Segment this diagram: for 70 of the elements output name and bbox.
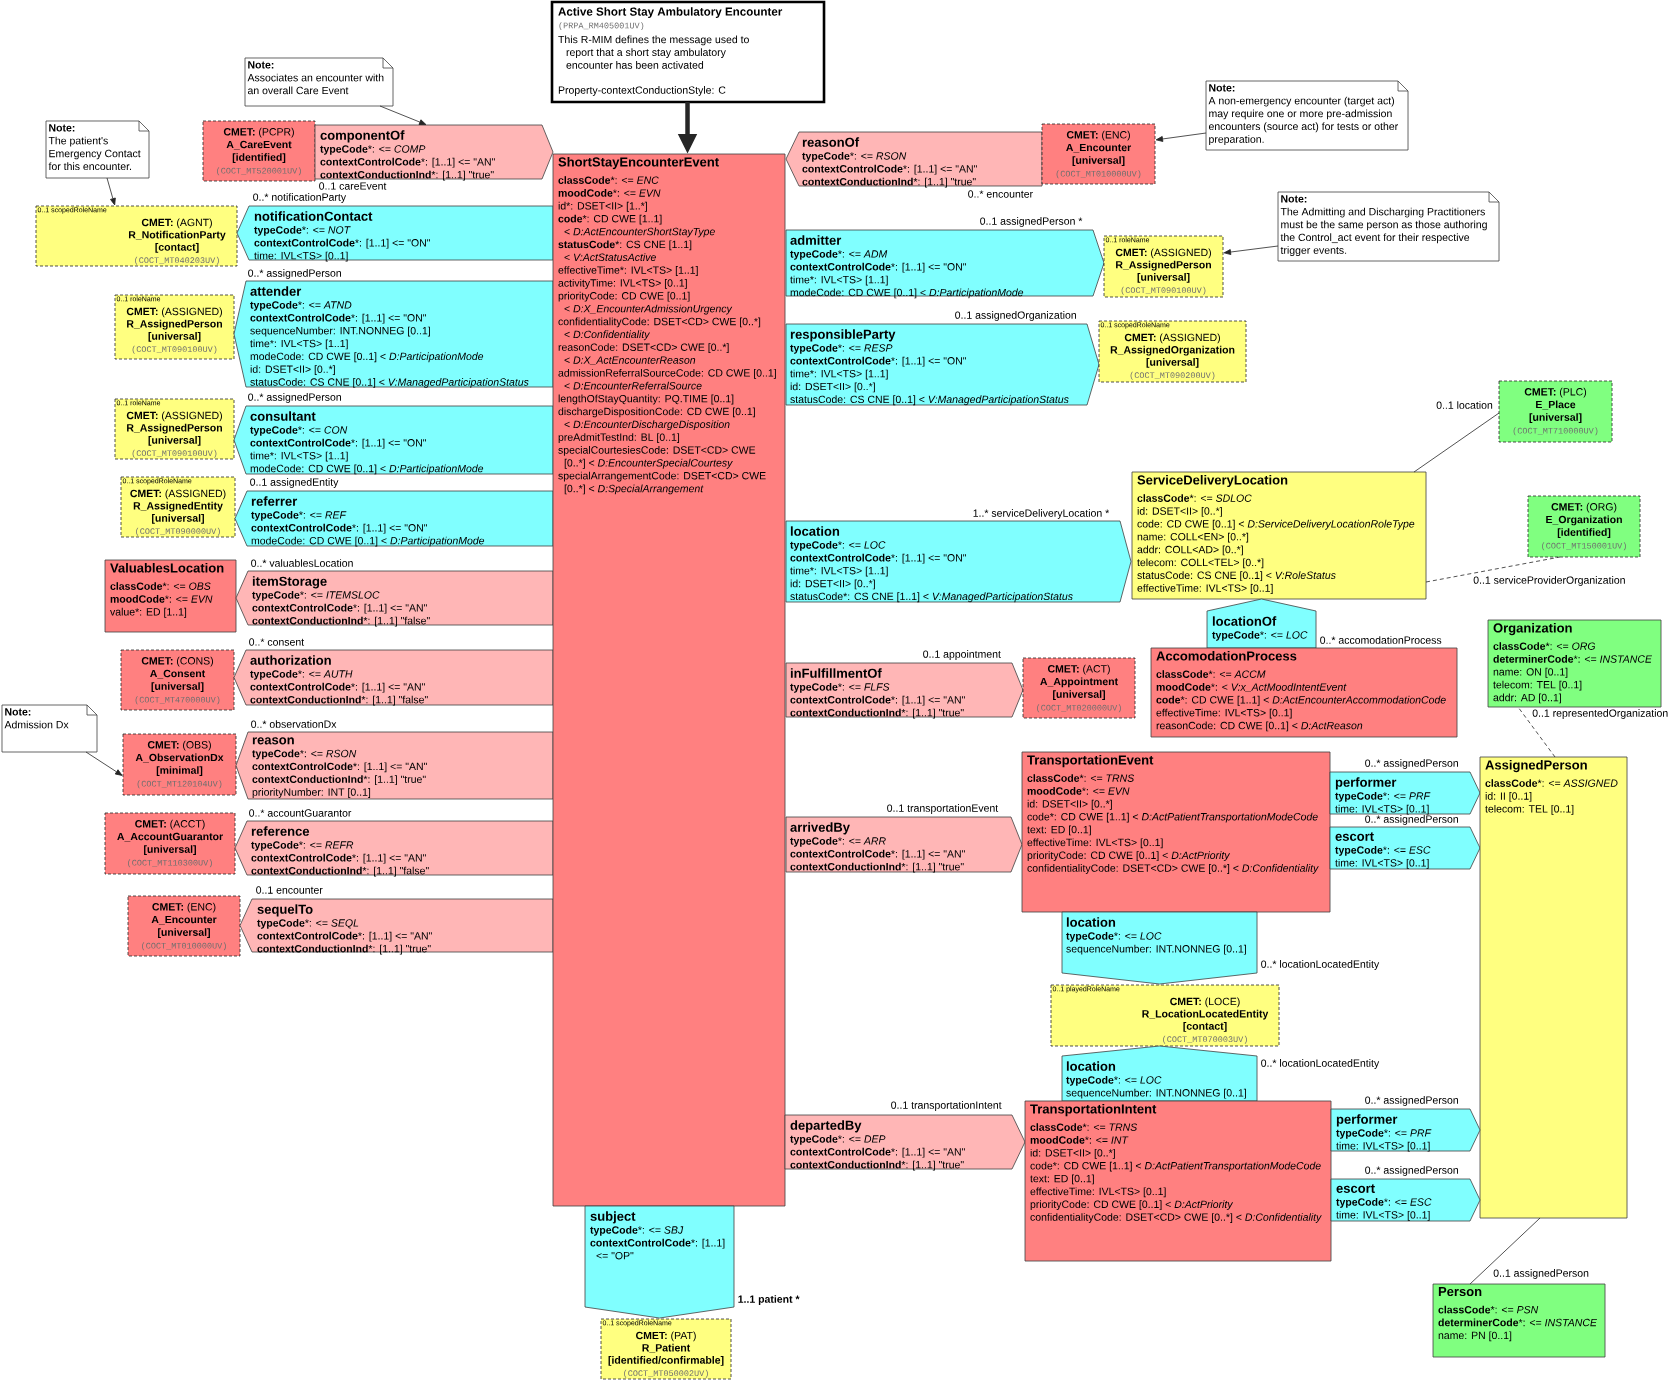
cardinality-label: 0..* locationLocatedEntity xyxy=(1261,1059,1380,1069)
arrow-box: subject typeCode*: <= SBJ contextControlCode*: [1..1] <= "OP" xyxy=(584,1205,735,1319)
cardinality-label: 0..* accountGuarantor xyxy=(249,809,352,817)
cardinality-label: 0..1 transportationIntent xyxy=(891,1101,1002,1111)
cmet-box: CMET: (ORG) E_Organization [identified] (COCT_MT150001UV) xyxy=(1527,495,1641,558)
cardinality-label: 0..* encounter xyxy=(968,190,1033,198)
arrow-box: location typeCode*: <= LOC sequenceNumber: INT.NONNEG [0..1] xyxy=(1061,1045,1258,1102)
class-box: ServiceDeliveryLocation classCode*: <= SDLOC id: DSET<II> [0..*] code: CD CWE [0..1] < D:ServiceDeliveryLocationRoleType name: COLL<EN> [0..*] addr: COLL<AD> [0..*] telecom: COLL<TEL> [0..*] statusCode: CS CNE [0..1] < V:RoleStatus effectiveTime: IVL<TS> [0..1] xyxy=(1131,471,1427,600)
cmet-box: CMET: (ACT) A_Appointment [universal] (COCT_MT020000UV) xyxy=(1022,657,1136,719)
note-box: Note: Associates an encounter with an overall Care Event xyxy=(244,57,394,107)
cardinality-label: 0..* assignedPerson xyxy=(248,269,341,279)
cardinality-label: 1..* serviceDeliveryLocation * xyxy=(973,509,1110,519)
cardinality-label: 0..1 encounter xyxy=(256,886,323,894)
class-box: Organization classCode*: <= ORG determinerCode*: <= INSTANCE name: ON [0..1] telecom: TEL [0..1] addr: AD [0..1] xyxy=(1487,619,1662,708)
cardinality-label: 0..* assignedPerson xyxy=(248,393,341,403)
edge-label: 0..1 location xyxy=(1435,400,1494,410)
arrow-box: performer typeCode*: <= PRF time: IVL<TS> [0..1] xyxy=(1329,771,1481,815)
cmet-box: CMET: (ENC) A_Encounter [universal] (COCT_MT010000UV) xyxy=(1041,123,1156,185)
class-box: ShortStayEncounterEvent classCode*: <= ENC moodCode*: <= EVN id*: DSET<II> [1..*] code*: CD CWE [1..1] < D:ActEncounterShortStayType statusCode*: CS CNE [1..1] < V:ActStatusActive effectiveTime*: IVL<TS> [1..1] activityTime: IVL<TS> [0..1] priorityCode: CD CWE [0..1] < D:X_EncounterAdmissionUrgency confidentialityCode: DSET<CD> CWE [0..*] < D:Confidentiality reasonCode: DSET<CD> CWE [0..*] < D:X_ActEncounterReason admissionReferralSourceCode: CD CWE [0..1] < D:EncounterReferralSource lengthOfStayQuantity: PQ.TIME [0..1] dischargeDispositionCode: CD CWE [0..1] < D:EncounterDischargeDisposition preAdmitTestInd: BL [0..1] specialCourtesiesCode: DSET<CD> CWE [0..*] < D:EncounterSpecialCourtesy specialArrangementCode: DSET<CD> CWE [0..*] < D:SpecialArrangement xyxy=(552,153,786,1207)
class-box: AssignedPerson classCode*: <= ASSIGNED id: II [0..1] telecom: TEL [0..1] xyxy=(1479,756,1628,1219)
association-line xyxy=(1469,1217,1541,1285)
edge-label: 0..1 assignedPerson xyxy=(1492,1268,1590,1280)
association-line xyxy=(1413,412,1500,473)
note-box: Note: Admission Dx xyxy=(1,704,98,753)
cardinality-label: 0..* accomodationProcess xyxy=(1320,636,1442,644)
cardinality-label: 0..1 careEvent xyxy=(319,182,387,190)
cmet-box: CMET: (CONS) A_Consent [universal] (COCT_MT470000UV) xyxy=(120,649,235,711)
cardinality-label: 0..* valuablesLocation xyxy=(251,559,353,567)
cardinality-label: 1..1 patient * xyxy=(738,1295,800,1305)
class-box: AccomodationProcess classCode*: <= ACCM moodCode*: < V:x_ActMoodIntentEvent code*: CD CWE [1..1] < D:ActEncounterAccommodationCode effectiveTime: IVL<TS> [0..1] reasonCode: CD CWE [0..1] < D:ActReason xyxy=(1150,647,1458,738)
cardinality-label: 0..* assignedPerson xyxy=(1365,815,1458,825)
cmet-box: CMET: (PCPR) A_CareEvent [identified] (COCT_MT520001UV) xyxy=(202,120,316,182)
cardinality-label: 0..* locationLocatedEntity xyxy=(1261,960,1380,970)
arrow-box: escort typeCode*: <= ESC time: IVL<TS> [0..1] xyxy=(1329,826,1481,870)
class-box: Person classCode*: <= PSN determinerCode*: <= INSTANCE name: PN [0..1] xyxy=(1432,1283,1606,1358)
cardinality-label: 0..1 assignedOrganization xyxy=(955,311,1076,321)
class-box: TransportationEvent classCode*: <= TRNS moodCode*: <= EVN id: DSET<II> [0..*] code*: CD CWE [1..1] < D:ActPatientTransportationModeCode text: ED [0..1] effectiveTime: IVL<TS> [0..1] priorityCode: CD CWE [0..1] < D:ActPriority confidentialityCode: DSET<CD> CWE [0..*] < D:Confidentiality xyxy=(1021,751,1331,913)
cmet-box: CMET: (PLC) E_Place [universal] (COCT_MT710000UV) xyxy=(1498,380,1613,443)
class-box: TransportationIntent classCode*: <= TRNS moodCode*: <= INT id: DSET<II> [0..*] code*: CD CWE [1..1] < D:ActPatientTransportationModeCode text: ED [0..1] effectiveTime: IVL<TS> [0..1] priorityCode: CD CWE [0..1] < D:ActPriority confidentialityCode: DSET<CD> CWE [0..*] < D:Confidentiality xyxy=(1024,1100,1332,1262)
class-box: ValuablesLocation classCode*: <= OBS moodCode*: <= EVN value*: ED [1..1] xyxy=(104,559,237,633)
cardinality-label: 0..1 assignedPerson * xyxy=(980,217,1083,227)
leader-arrow xyxy=(85,751,123,776)
arrow-box: locationOf typeCode*: <= LOC xyxy=(1206,598,1317,649)
cardinality-label: 0..* notificationParty xyxy=(253,193,347,203)
arrow-box: escort typeCode*: <= ESC time: IVL<TS> [0..1] xyxy=(1330,1178,1481,1222)
cardinality-label: 0..* assignedPerson xyxy=(1365,1096,1458,1106)
cardinality-label: 0..1 assignedEntity xyxy=(250,478,339,488)
cmet-box: CMET: (OBS) A_ObservationDx [minimal] (COCT_MT120104UV) xyxy=(122,733,237,796)
leader-arrow xyxy=(379,105,427,125)
cardinality-label: 0..* assignedPerson xyxy=(1365,1166,1458,1176)
cmet-box: CMET: (ACCT) A_AccountGuarantor [universal] (COCT_MT110300UV) xyxy=(104,812,236,875)
association-line xyxy=(1425,556,1561,583)
note-box: Note: The Admitting and Discharging Practitioners must be the same person as those authoring the Control_act event for their respective trigger events. xyxy=(1277,191,1500,262)
note-box: Note: A non-emergency encounter (target act) may require one or more pre-admission encounters (source act) for tests or other preparation. xyxy=(1205,80,1409,151)
association-line xyxy=(1517,706,1556,758)
cardinality-label: 0..1 transportationEvent xyxy=(887,804,999,814)
leader-arrow xyxy=(106,177,116,206)
cmet-box: CMET: (ENC) A_Encounter [universal] (COCT_MT010000UV) xyxy=(127,895,241,957)
leader-arrow xyxy=(1223,245,1279,255)
note-box: Note: The patient's Emergency Contact for this encounter. xyxy=(45,120,150,179)
cardinality-label: 0..* assignedPerson xyxy=(1365,759,1458,769)
cardinality-label: 0..* consent xyxy=(249,638,305,646)
leader-arrow xyxy=(1155,132,1207,142)
arrow-box: location typeCode*: <= LOC sequenceNumber: INT.NONNEG [0..1] xyxy=(1061,911,1258,985)
cardinality-label: 0..1 appointment xyxy=(923,650,1001,660)
edge-label: 0..1 representedOrganization xyxy=(1531,708,1670,720)
arrow-box: performer typeCode*: <= PRF time: IVL<TS> [0..1] xyxy=(1330,1108,1481,1152)
cardinality-label: 0..* observationDx xyxy=(251,720,337,728)
edge-label: 0..1 serviceProviderOrganization xyxy=(1472,575,1627,587)
title-box: Active Short Stay Ambulatory Encounter (PRPA_RM405001UV) This R-MIM defines the message used to report that a short stay ambulatory encounter has been activated Property-contextConductionStyle: C xyxy=(550,0,826,104)
